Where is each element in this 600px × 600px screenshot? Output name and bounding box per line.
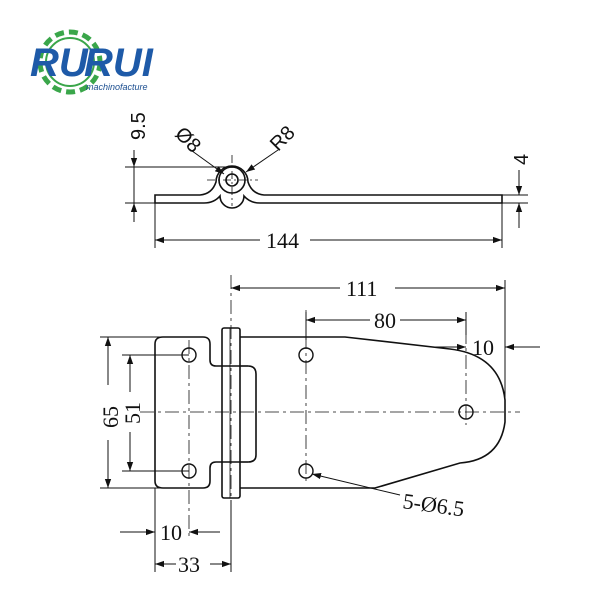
left-leaf-outline	[154, 336, 257, 489]
dim-hole-edge-offset	[120, 488, 220, 572]
brand-logo: RU RUI machinofacture	[30, 29, 154, 95]
logo-text-right: RUI	[84, 41, 154, 85]
label-tip-offset: 10	[472, 335, 494, 360]
plan-view	[100, 275, 540, 572]
label-overall-height: 65	[98, 406, 123, 428]
dim-pin-to-tip	[231, 280, 506, 400]
dim-pin-to-hole	[305, 312, 467, 340]
label-pin-diameter: Ø8	[170, 123, 204, 157]
label-pin-to-hole: 80	[374, 308, 396, 333]
label-pin-to-tip: 111	[346, 276, 377, 301]
dim-thickness	[125, 150, 228, 222]
label-thickness: 9.5	[128, 112, 150, 140]
label-hole-spacing: 51	[120, 402, 145, 424]
logo-text-left: RU	[30, 41, 89, 85]
mounting-holes	[181, 347, 474, 479]
dim-plate-thickness	[502, 170, 528, 228]
dim-hole-spacing	[122, 354, 189, 472]
right-leaf-outline	[240, 336, 506, 489]
label-overall-length: 144	[266, 228, 299, 253]
label-plate-thickness: 4	[511, 154, 533, 165]
logo-subtitle: machinofacture	[86, 82, 148, 92]
gear-icon	[37, 29, 103, 95]
dim-overall-height	[100, 336, 163, 489]
label-hole-edge-offset: 10	[160, 520, 182, 545]
label-leaf-width: 33	[178, 552, 200, 577]
label-holes-callout: 5-Ø6.5	[401, 488, 466, 521]
dim-leaf-width	[155, 500, 232, 572]
label-knuckle-radius: R8	[266, 122, 300, 156]
side-view	[125, 147, 528, 248]
dim-overall-length	[154, 203, 503, 248]
side-plate-outline	[154, 165, 503, 209]
